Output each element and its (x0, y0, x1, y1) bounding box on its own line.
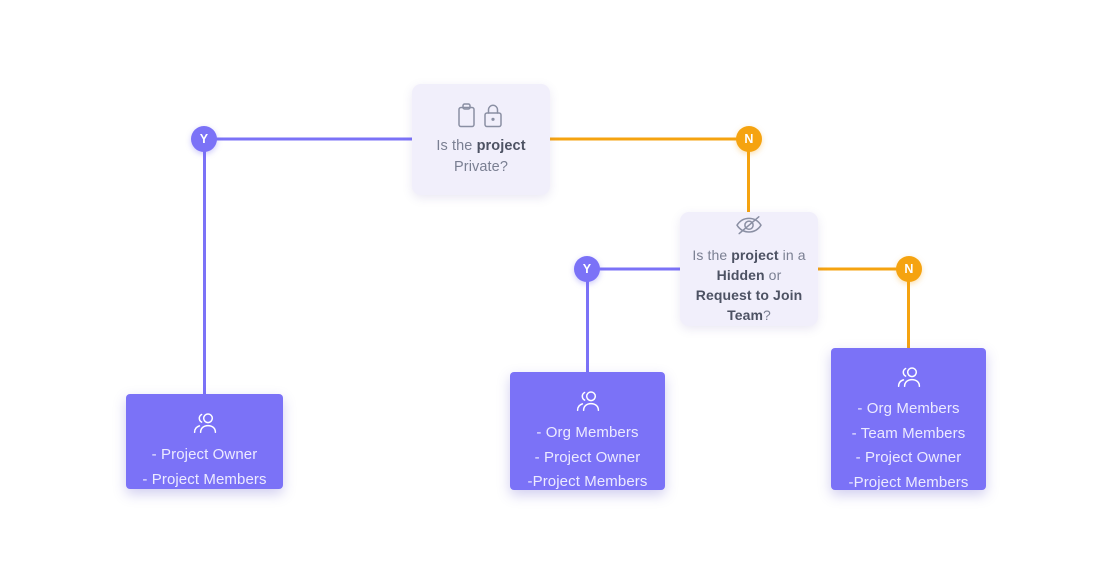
users-icon (192, 412, 218, 434)
decision-card-hidden-or-request[interactable]: Is the project in a Hidden or Request to… (680, 212, 818, 326)
private-line2: Private? (454, 158, 508, 175)
users-icon (575, 390, 601, 412)
decision-text-project-private: Is the project Private? (426, 136, 535, 178)
badge-private-no[interactable]: N (736, 126, 762, 152)
badge-private-yes[interactable]: Y (191, 126, 217, 152)
badge-hidden-no-label: N (904, 262, 914, 276)
hidden-l1-strong: project (731, 247, 779, 263)
private-line1-prefix: Is the (436, 137, 477, 154)
badge-private-no-label: N (744, 132, 754, 146)
outcome-line: - Project Members (142, 470, 267, 488)
hidden-l2-strong: Hidden (716, 267, 765, 283)
decision-card-project-private[interactable]: Is the project Private? (412, 84, 550, 195)
decision-icons-hidden (734, 213, 764, 237)
outcome-line: -Project Members (527, 473, 648, 490)
outcome-card-hidden-no[interactable]: - Org Members - Team Members - Project O… (831, 348, 986, 491)
hidden-l4-b: ? (763, 307, 771, 323)
outcome-list-hidden-yes: - Org Members - Project Owner -Project M… (528, 421, 648, 495)
eye-slash-icon (736, 216, 762, 235)
badge-private-yes-label: Y (199, 132, 209, 146)
outcome-line: - Project Owner (534, 448, 641, 466)
badge-hidden-no[interactable]: N (896, 256, 922, 282)
hidden-l3-strong: Request to Join (695, 287, 803, 303)
clipboard-icon (458, 102, 475, 127)
hidden-l2-b: or (764, 267, 782, 283)
outcome-line: - Team Members (851, 424, 966, 442)
outcome-line: - Project Owner (855, 449, 962, 466)
outcome-card-hidden-yes[interactable]: - Org Members - Project Owner -Project M… (510, 372, 665, 490)
badge-hidden-yes[interactable]: Y (574, 256, 600, 282)
decision-text-hidden-or-request: Is the project in a Hidden or Request to… (682, 245, 815, 325)
outcome-list-private-yes: - Project Owner - Project Members (142, 443, 266, 492)
hidden-l1-a: Is the (692, 247, 732, 263)
outcome-list-hidden-no: - Org Members - Team Members - Project O… (849, 397, 969, 495)
decision-icons-private (452, 102, 510, 128)
users-icon (896, 366, 922, 388)
hidden-l4-strong: Team (727, 307, 764, 323)
outcome-line: -Project Members (848, 473, 969, 491)
hidden-l1-b: in a (778, 247, 806, 263)
outcome-card-private-yes[interactable]: - Project Owner - Project Members (126, 394, 283, 489)
outcome-line: - Org Members (536, 424, 639, 441)
outcome-line: - Org Members (857, 400, 960, 417)
private-line1-strong: project (476, 137, 526, 154)
lock-icon (484, 104, 502, 127)
badge-hidden-yes-label: Y (582, 262, 592, 276)
outcome-line: - Project Owner (151, 446, 258, 463)
